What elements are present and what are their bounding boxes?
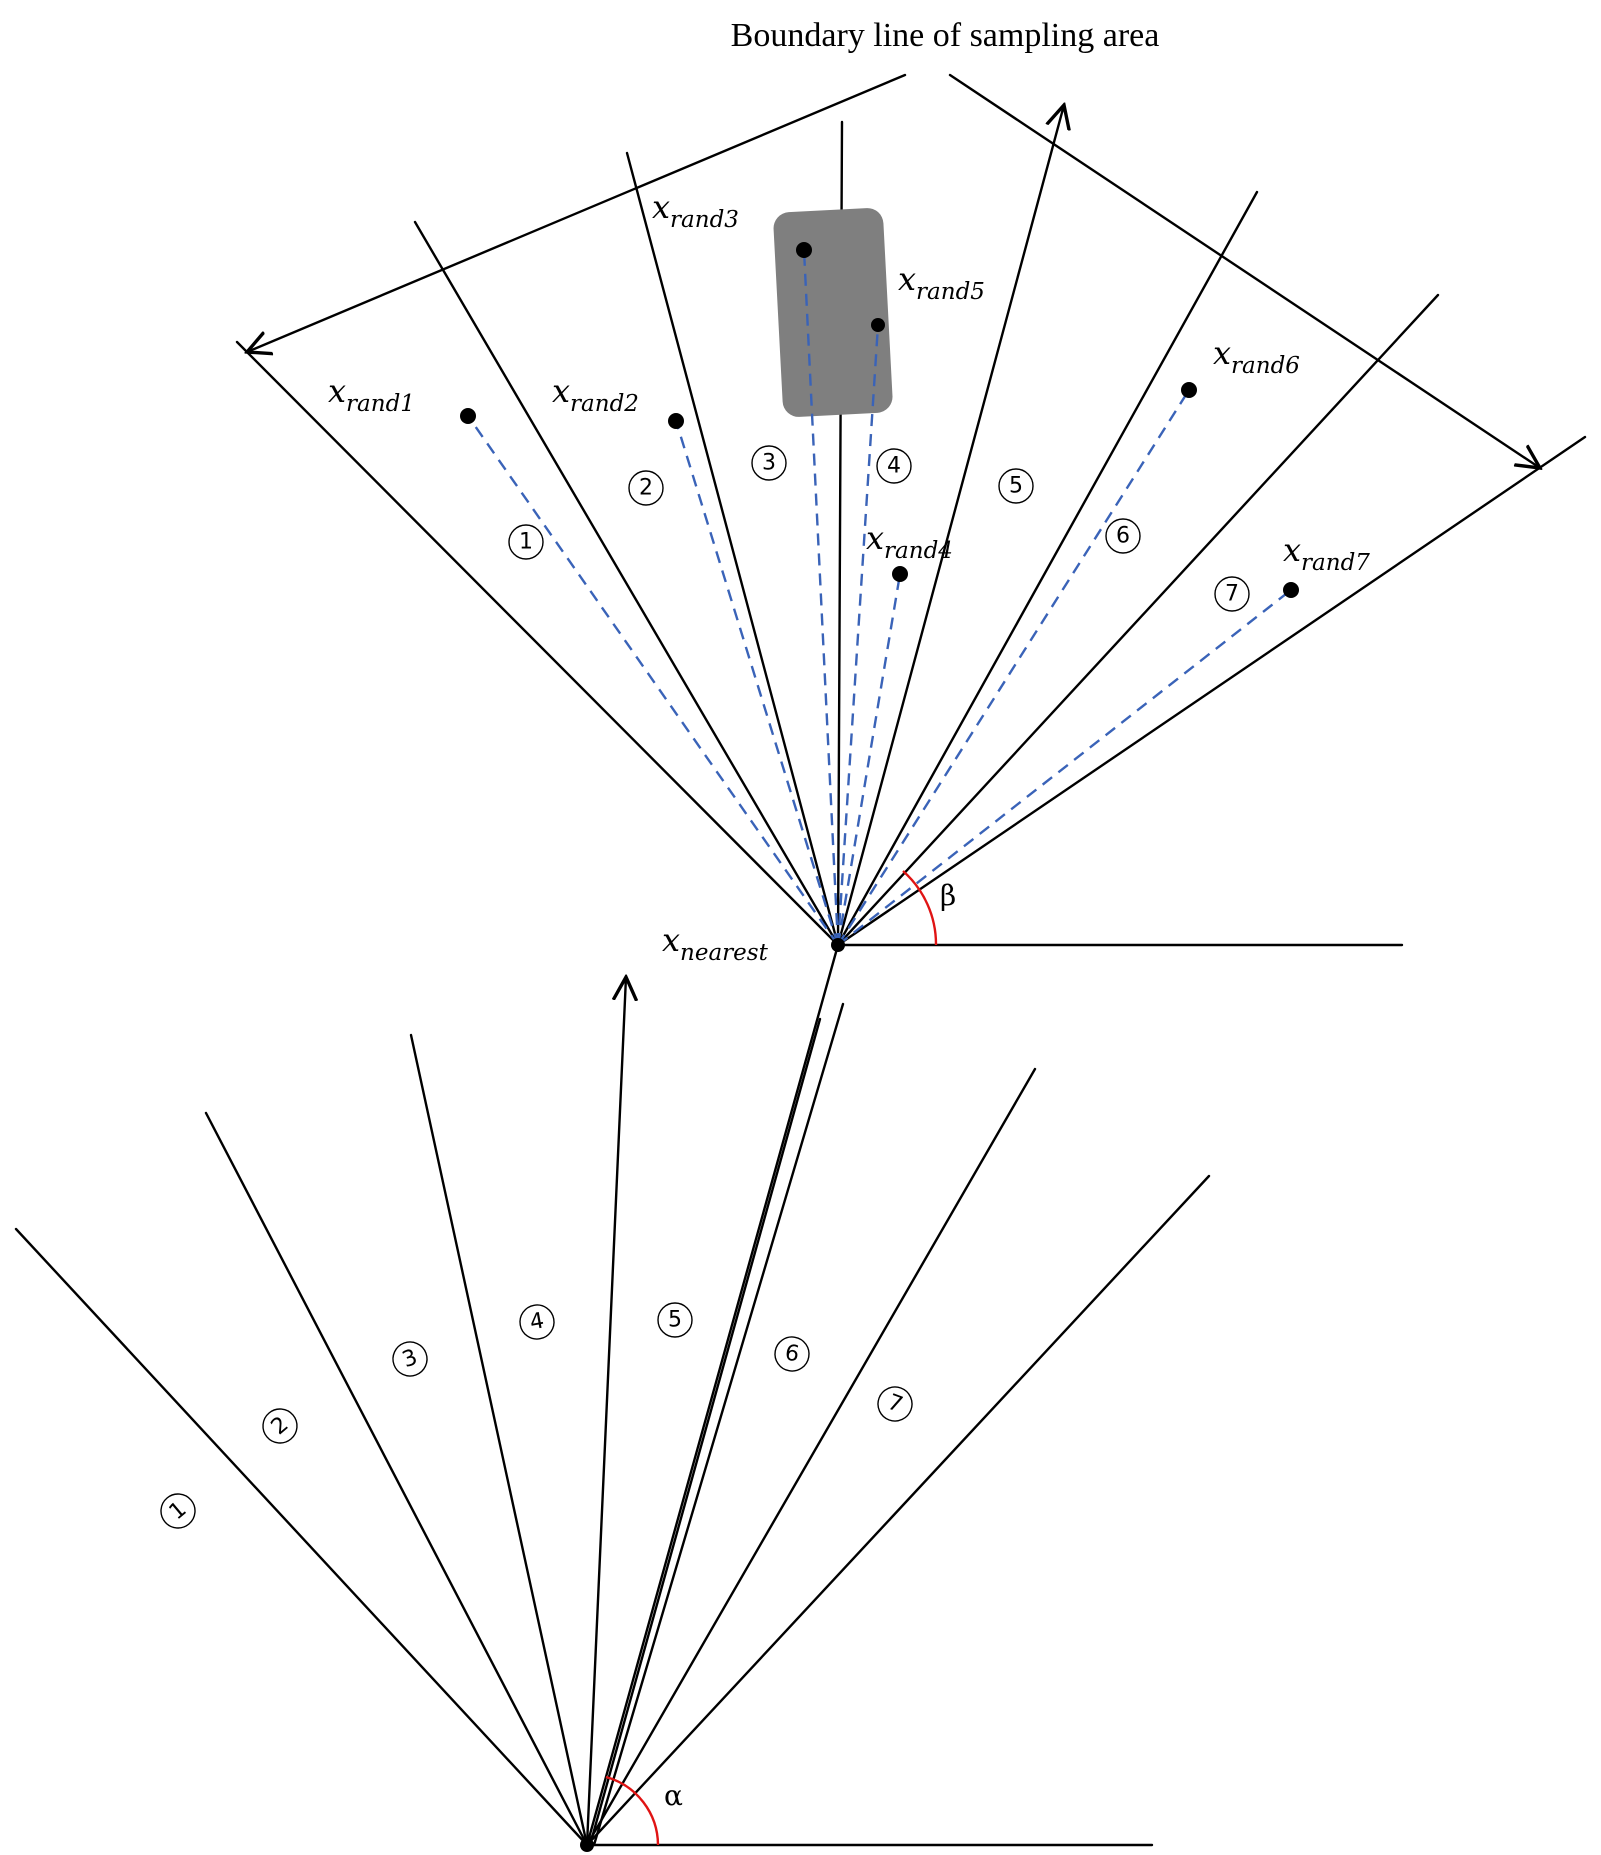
svg-text:3: 3: [399, 1345, 421, 1373]
point-rand1: [460, 408, 476, 424]
lower-ray-6: [585, 1174, 1211, 1847]
point-rand7: [1283, 582, 1299, 598]
upper-region-5: 5: [998, 468, 1034, 504]
label-rand1: xrand1: [328, 372, 415, 417]
svg-text:1: 1: [519, 530, 533, 555]
lower-ray-5: [585, 1067, 1037, 1847]
guide-rand3: [802, 249, 840, 946]
lower-region-4: 4: [519, 1304, 555, 1340]
label-rand5: xrand5: [898, 260, 985, 305]
upper-region-2: 2: [628, 470, 664, 506]
svg-text:7: 7: [884, 1390, 906, 1418]
svg-text:3: 3: [762, 451, 776, 476]
svg-text:1: 1: [165, 1497, 192, 1525]
point-rand5: [871, 318, 885, 332]
guide-rand5: [836, 324, 880, 946]
lower-origin-point: [580, 1838, 594, 1852]
svg-text:6: 6: [783, 1340, 801, 1367]
lower-region-6: 6: [774, 1336, 810, 1372]
lower-region-3: 3: [392, 1341, 428, 1377]
upper-ray-6: [836, 190, 1259, 947]
lower-ray-3: [409, 1033, 589, 1847]
point-rand6: [1181, 382, 1197, 398]
point-rand4: [892, 566, 908, 582]
lower-region-5: 5: [657, 1302, 693, 1338]
label-rand3: xrand3: [652, 188, 739, 233]
sample-points: [460, 242, 1299, 952]
svg-text:2: 2: [267, 1412, 294, 1440]
lower-region-1: 1: [160, 1493, 196, 1529]
svg-text:2: 2: [639, 476, 653, 501]
label-nearest: xnearest: [662, 921, 769, 966]
upper-region-6: 6: [1105, 518, 1141, 554]
label-rand4: xrand4: [866, 519, 953, 564]
upper-region-labels: 1 2 3 4 5 6 7: [508, 445, 1250, 612]
lower-fan-rays: [14, 977, 1211, 1847]
upper-ray-2: [413, 220, 840, 947]
upper-ray-7: [836, 293, 1440, 947]
upper-ray-5-arrow: [836, 105, 1064, 947]
connection-lines: [585, 943, 845, 1847]
connection-line-1: [585, 943, 840, 1847]
lower-ray-1: [14, 1227, 589, 1847]
upper-region-4: 4: [876, 448, 912, 484]
diagram-title: Boundary line of sampling area: [731, 17, 1160, 54]
svg-text:5: 5: [1009, 474, 1023, 499]
upper-ray-3: [625, 151, 840, 947]
label-rand6: xrand6: [1213, 334, 1300, 379]
beta-label: β: [940, 879, 956, 912]
upper-region-1: 1: [508, 524, 544, 560]
upper-fan-rays: [235, 105, 1587, 947]
guide-rand7: [837, 589, 1292, 946]
svg-text:7: 7: [1225, 582, 1239, 607]
guide-rand1: [467, 415, 839, 946]
upper-guides: [467, 249, 1292, 946]
connection-line-2: [588, 1017, 822, 1847]
svg-text:6: 6: [1116, 524, 1130, 549]
upper-region-3: 3: [751, 445, 787, 481]
obstacle: [773, 208, 893, 417]
boundary-arrow-left: [247, 73, 907, 352]
connection-line-3: [592, 1002, 845, 1847]
lower-region-7: 7: [877, 1386, 913, 1422]
alpha-label: α: [664, 1779, 683, 1812]
point-rand3: [796, 242, 812, 258]
lower-ray-4-arrow: [585, 977, 626, 1847]
lower-ray-2: [204, 1111, 589, 1847]
guide-rand6: [836, 389, 1191, 946]
svg-text:5: 5: [668, 1308, 682, 1333]
svg-text:4: 4: [887, 454, 901, 479]
label-rand2: xrand2: [552, 372, 639, 417]
sample-labels: xrand1 xrand2 xrand3 xrand5 xrand4 xrand…: [328, 188, 1370, 966]
beta-angle-arc: [902, 870, 938, 946]
svg-text:4: 4: [528, 1308, 546, 1335]
point-rand2: [668, 413, 684, 429]
label-rand7: xrand7: [1283, 531, 1370, 576]
boundary-arrow-right: [948, 73, 1540, 468]
guide-rand4: [836, 573, 902, 946]
guide-rand2: [674, 420, 840, 946]
lower-region-2: 2: [262, 1408, 298, 1444]
alpha-angle-arc: [605, 1775, 660, 1846]
upper-region-7: 7: [1214, 576, 1250, 612]
upper-ray-8: [836, 435, 1587, 947]
upper-ray-1: [235, 340, 840, 947]
lower-region-labels: 1 2 3 4 5 6 7: [160, 1302, 913, 1529]
